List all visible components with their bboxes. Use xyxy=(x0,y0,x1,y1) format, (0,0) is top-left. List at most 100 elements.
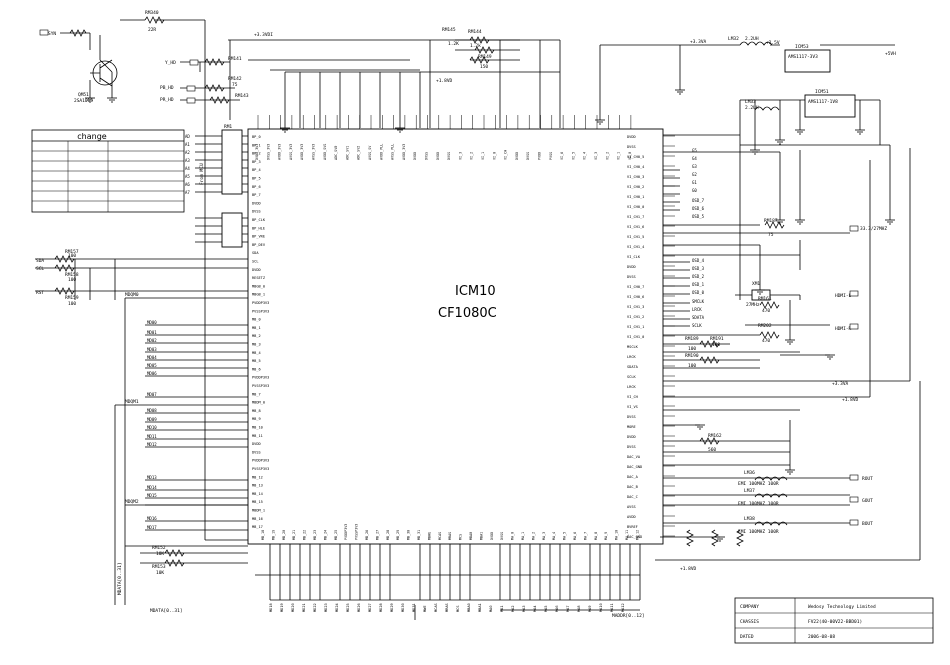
pin-name: PVSSP3V3 xyxy=(355,524,359,540)
label-qm51: QM51 xyxy=(78,92,89,98)
pin-name: MB_2 xyxy=(252,334,261,338)
label-lm36: LM36 xyxy=(744,470,755,476)
pin-name: DAC_A xyxy=(627,475,639,479)
label-icm51-part: AMS1117-1V8 xyxy=(808,99,838,105)
pin-name: MBWE xyxy=(427,532,431,540)
pin-name: MB_26 xyxy=(365,530,369,540)
connector-flags xyxy=(39,29,859,526)
pin-name: DVSS xyxy=(627,445,636,449)
memory-net-label: MD15 xyxy=(147,493,157,498)
bottom-net-label: MD21 xyxy=(302,603,306,612)
pin-name: AVDD_3V3 xyxy=(300,144,304,160)
pin-name: MA_11 xyxy=(625,530,629,540)
mcu-pin-label: AD xyxy=(185,134,190,139)
pin-name: MB_28 xyxy=(386,530,390,540)
pin-name: DVSS xyxy=(500,532,504,540)
right-pin-label: G0 xyxy=(692,188,697,193)
pin-name: VI_CH xyxy=(627,395,638,399)
company-value: Wedosy Technology Limited xyxy=(808,604,876,610)
regulator-boxes xyxy=(221,49,856,301)
pin-name: DVSS xyxy=(627,275,636,279)
title-block: COMPANY Wedosy Technology Limited CHASSI… xyxy=(734,597,934,644)
wiring xyxy=(35,19,921,620)
pin-name: PVDDP3V3 xyxy=(252,459,269,463)
pin-name: VI_CH1_2 xyxy=(627,315,644,319)
label-sda: SDA xyxy=(36,258,44,264)
pin-name: BP_0 xyxy=(252,135,261,139)
resistor-glyphs xyxy=(54,16,785,567)
label-v18: +1.8VD xyxy=(436,78,453,84)
pin-name: DAC_VA xyxy=(627,455,641,459)
pin-name: MCS xyxy=(459,534,463,540)
dated-value: 2006-08-08 xyxy=(808,634,835,640)
pin-name: MA_12 xyxy=(635,530,639,540)
pin-name: VI_CH1_1 xyxy=(627,325,644,329)
bottom-net-label: MD23 xyxy=(324,603,328,612)
company-label: COMPANY xyxy=(740,604,759,610)
label-rm191: RM191 xyxy=(710,336,724,342)
pin-names-left: BP_0BP_1BP_2BP_3BP_4BP_5BP_6BP_7DVDDDVSS… xyxy=(252,135,269,529)
mcu-pin-label: A5 xyxy=(185,174,190,179)
pin-name: MA_8 xyxy=(594,532,598,540)
pin-name: DVDD xyxy=(627,135,636,139)
bottom-net-label: MA8 xyxy=(577,606,581,613)
pin-name: SCL xyxy=(252,260,259,264)
bottom-net-label: MCS xyxy=(456,606,460,613)
label-rm144-val: 1.2k xyxy=(470,43,481,49)
label-rm191-val: 100 xyxy=(712,342,720,348)
pin-name: VI_6 xyxy=(560,152,564,160)
label-mdata: MDATA[0..31] xyxy=(117,562,123,595)
label-mdata2: MDATA[0..31] xyxy=(150,608,183,614)
icm53-box xyxy=(784,49,831,73)
inductor-glyphs xyxy=(739,41,788,526)
bottom-net-label: MD25 xyxy=(346,603,350,612)
label-gout: GOUT xyxy=(862,498,873,504)
pin-name: MB_19 xyxy=(271,530,275,540)
pin-name: MB_22 xyxy=(303,530,307,540)
icm51-box xyxy=(804,94,856,118)
pin-name: BP_VRE xyxy=(252,235,265,239)
label-rm142-val: 75 xyxy=(232,82,238,88)
bottom-net-label: MRAS xyxy=(445,603,449,612)
memory-net-label: MD16 xyxy=(147,516,157,521)
pin-name: DVSS xyxy=(252,450,261,454)
label-rm159: RM159 xyxy=(65,295,79,301)
label-hdmi-l: HDMI-L xyxy=(835,293,852,299)
pin-name: AVDD_3V3 xyxy=(402,144,406,160)
label-rm144: RM144 xyxy=(468,29,482,35)
pin-name: MA_10 xyxy=(615,530,619,540)
pin-name: VI_5 xyxy=(571,152,575,160)
pin-name: VI_CH0_4 xyxy=(627,165,644,169)
label-rm159-val: 100 xyxy=(68,301,76,307)
pin-name: MORE xyxy=(627,425,636,429)
pin-name: MB_25 xyxy=(334,530,338,540)
label-v33-right: +3.3VA xyxy=(832,381,849,387)
pin-names-right: DVDDDVSSVI_CH0_5VI_CH0_4VI_CH0_3VI_CH0_2… xyxy=(627,135,644,539)
pin-name: BP_5 xyxy=(252,177,261,181)
bottom-net-label: MD31 xyxy=(412,603,416,612)
memory-net-label: MD06 xyxy=(147,371,157,376)
pin-name: AVDD xyxy=(627,515,636,519)
pin-name: BP_4 xyxy=(252,168,261,172)
pin-name: AVSS xyxy=(627,505,636,509)
label-v5: +5VH xyxy=(885,51,896,57)
pin-name: DVDD xyxy=(627,265,636,269)
bottom-net-label: MD19 xyxy=(280,603,284,612)
label-lm36-val: EMI 100MHZ 100R xyxy=(738,481,779,487)
label-rm153: RM153 xyxy=(152,564,166,570)
label-rm161: RM161 xyxy=(758,296,772,302)
pin-name: VI_CH1_3 xyxy=(627,305,644,309)
memory-net-label: MD12 xyxy=(147,442,157,447)
label-rm189-val: 100 xyxy=(688,346,696,352)
label-rm161-val: 470 xyxy=(762,308,770,314)
pin-name: AVDD_SVS xyxy=(323,144,327,160)
pin-name: MA_0 xyxy=(511,532,515,540)
label-icm53: ICM53 xyxy=(795,44,809,50)
right-pin-label: OSD_6 xyxy=(692,206,705,211)
pin-name: VI_4 xyxy=(583,152,587,160)
pin-name: VI_CH0_2 xyxy=(627,185,644,189)
pin-name: VI_2 xyxy=(470,152,474,160)
bottom-net-label: MBA1 xyxy=(478,603,482,612)
label-rout: ROUT xyxy=(862,476,873,482)
